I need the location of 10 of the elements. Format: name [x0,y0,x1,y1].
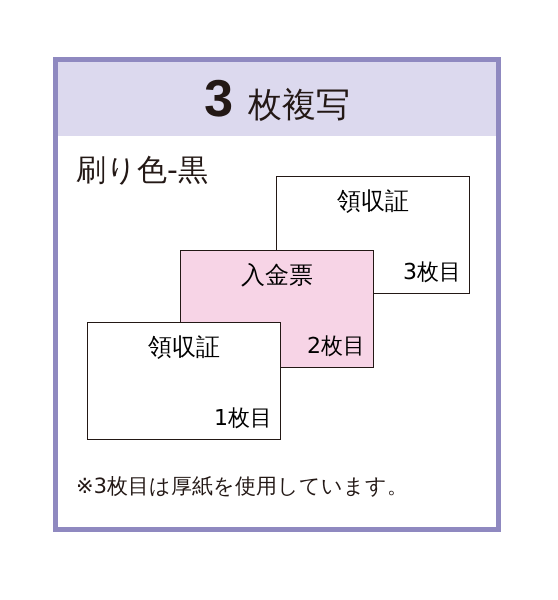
sheet-number: 3枚目 [403,259,461,287]
title: 3 枚複写 [203,69,351,130]
sheet-heading: 入金票 [240,260,314,291]
sheet-number: 2枚目 [307,333,365,361]
sheet-number: 1枚目 [214,405,272,433]
footnote: ※3枚目は厚紙を使用しています。 [76,473,408,500]
copy-sheet [87,322,281,440]
sheet-heading: 領収証 [336,186,410,217]
sheet-heading: 領収証 [147,332,221,363]
print-color-label: 刷り色-黒 [76,152,208,190]
